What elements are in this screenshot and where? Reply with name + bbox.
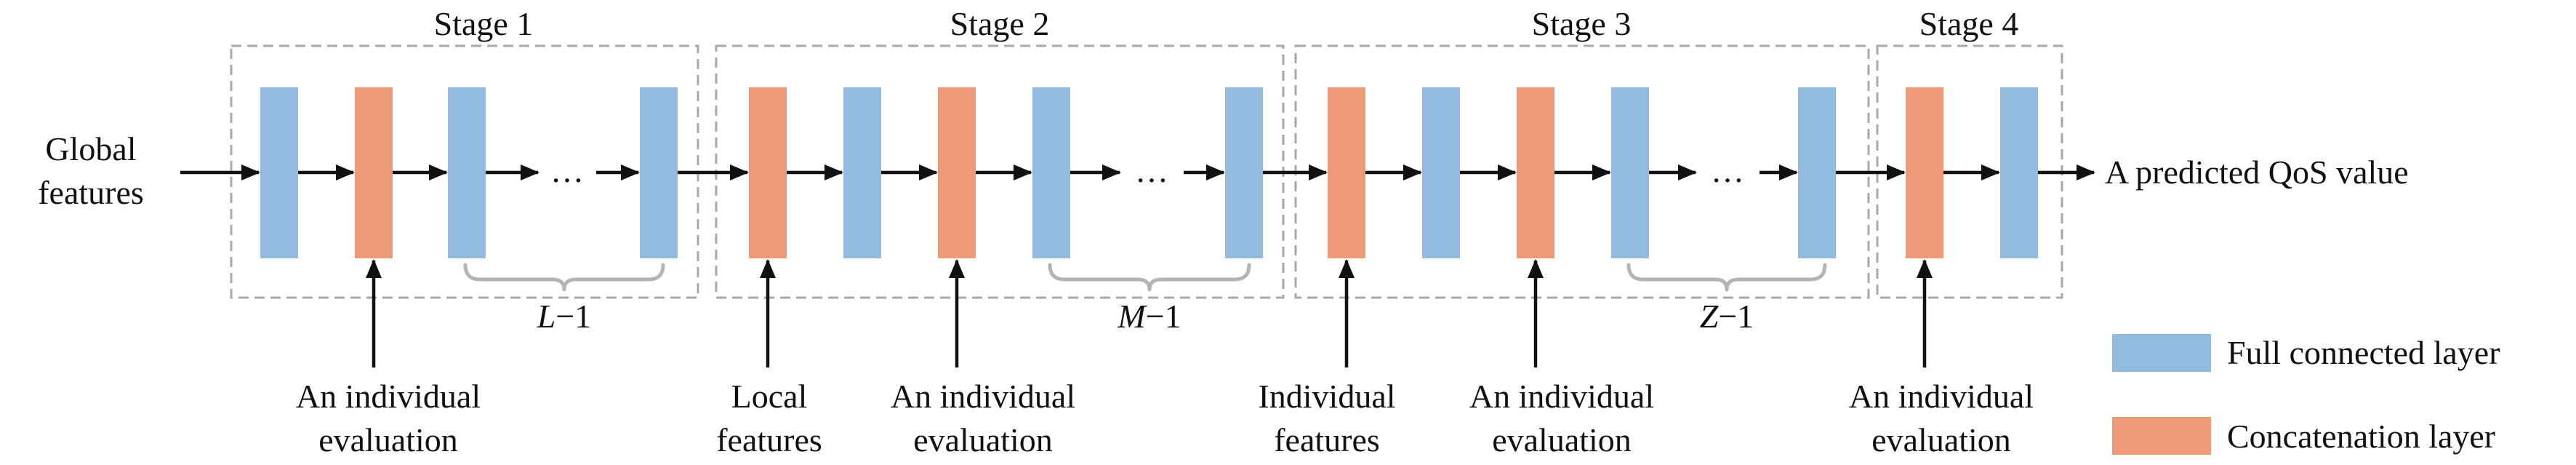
stage-1-title: Stage 1: [434, 5, 534, 42]
repeat-count-stage-1: L−1: [537, 298, 592, 335]
concat-layer: [1328, 87, 1365, 258]
input-label: An individual: [1849, 378, 2034, 415]
concat-layer: [938, 87, 976, 258]
legend-swatch-full-connected: [2112, 334, 2211, 372]
repeat-brace-stage-3: [1626, 263, 1827, 292]
input-label-line2: evaluation: [913, 421, 1053, 458]
global-features-label: Global: [45, 130, 136, 167]
input-label: An individual: [296, 378, 481, 415]
repeat-count-stage-2: M−1: [1117, 298, 1181, 335]
layers: [260, 87, 2038, 258]
legend-label-concatenation: Concatenation layer: [2227, 418, 2495, 455]
ellipsis: …: [1711, 152, 1744, 189]
input-label-line2: evaluation: [1492, 421, 1632, 458]
legend: Full connected layer Concatenation layer: [2112, 334, 2500, 455]
fc-layer: [448, 87, 486, 258]
stage-2-title: Stage 2: [950, 5, 1050, 42]
output-label: A predicted QoS value: [2105, 154, 2409, 191]
input-label-line2: features: [1274, 421, 1380, 458]
input-label: Individual: [1258, 378, 1395, 415]
input-label-line2: evaluation: [318, 421, 458, 458]
concat-layer: [749, 87, 787, 258]
repeat-brace-stage-1: [463, 263, 665, 292]
fc-layer: [1798, 87, 1836, 258]
input-label-line2: evaluation: [1871, 421, 2011, 458]
repeat-count-stage-3: Z−1: [1700, 298, 1754, 335]
fc-layer: [1611, 87, 1649, 258]
input-label: An individual: [891, 378, 1075, 415]
concat-layer: [1517, 87, 1554, 258]
input-label-line2: features: [716, 421, 822, 458]
fc-layer: [2000, 87, 2038, 258]
fc-layer: [260, 87, 298, 258]
ellipsis: …: [1135, 152, 1168, 189]
fc-layer: [1422, 87, 1460, 258]
stage-4-title: Stage 4: [1919, 5, 2019, 42]
fc-layer: [1225, 87, 1263, 258]
input-arrows: [366, 259, 1933, 367]
input-label: An individual: [1469, 378, 1654, 415]
stage-3-title: Stage 3: [1532, 5, 1632, 42]
ellipsis: …: [550, 152, 584, 189]
concat-layer: [1906, 87, 1943, 258]
fc-layer: [1032, 87, 1070, 258]
global-features-label-line2: features: [38, 174, 144, 211]
fc-layer: [640, 87, 678, 258]
fc-layer: [843, 87, 881, 258]
concat-layer: [355, 87, 393, 258]
legend-label-full-connected: Full connected layer: [2227, 334, 2500, 371]
legend-swatch-concatenation: [2112, 417, 2211, 455]
input-label: Local: [731, 378, 808, 415]
repeat-brace-stage-2: [1048, 263, 1251, 292]
